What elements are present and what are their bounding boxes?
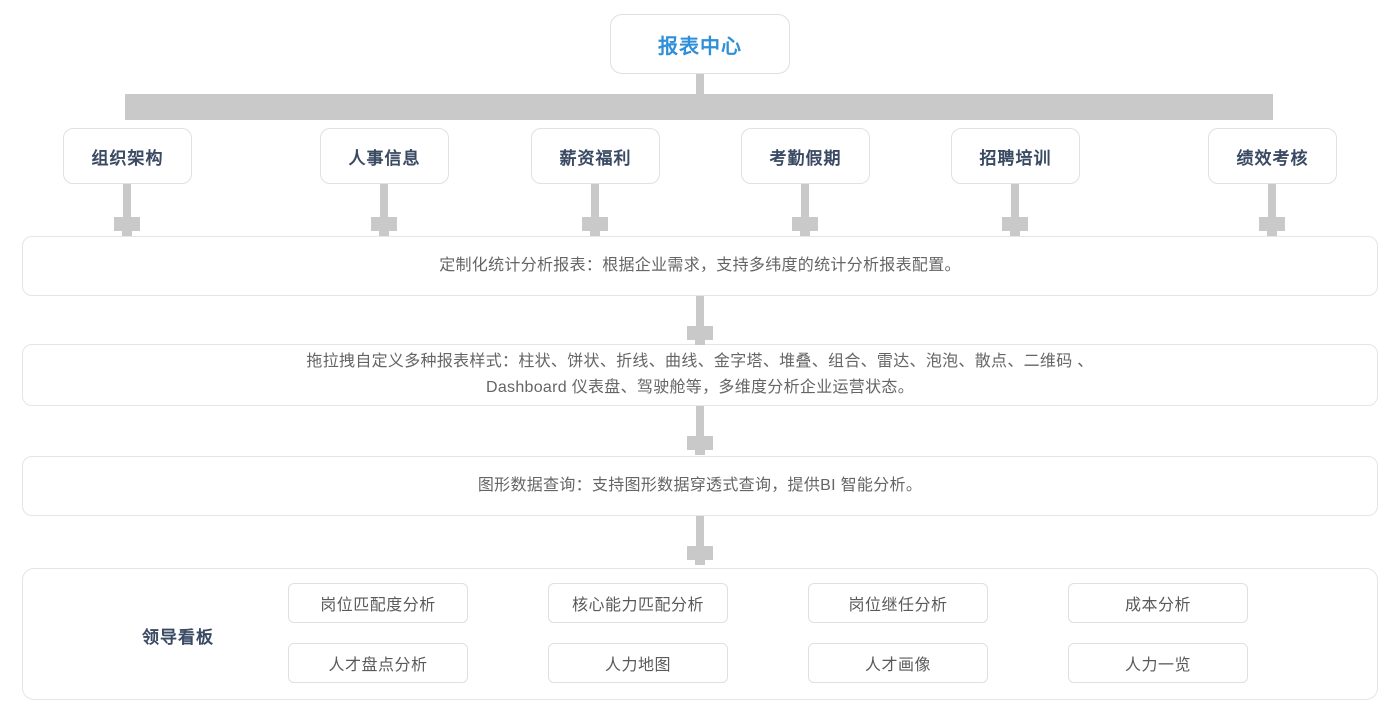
arrow-down-icon (1257, 184, 1287, 236)
leadership-dashboard-panel: 领导看板 岗位匹配度分析 核心能力匹配分析 岗位继任分析 成本分析 人才盘点分析… (22, 568, 1378, 700)
description-text-line-2: Dashboard 仪表盘、驾驶舱等，多维度分析企业运营状态。 (485, 379, 915, 396)
category-label: 绩效考核 (1236, 148, 1309, 168)
dashboard-chip[interactable]: 人力地图 (548, 643, 728, 683)
arrow-down-icon (685, 516, 715, 565)
category-node-performance[interactable]: 绩效考核 (1208, 128, 1337, 184)
description-row-custom-reports: 定制化统计分析报表：根据企业需求，支持多纬度的统计分析报表配置。 (22, 236, 1378, 296)
dashboard-chip[interactable]: 岗位继任分析 (808, 583, 988, 623)
arrow-down-icon (369, 184, 399, 236)
category-label: 组织架构 (91, 148, 164, 168)
category-label: 招聘培训 (979, 148, 1052, 168)
category-node-recruiting[interactable]: 招聘培训 (951, 128, 1080, 184)
arrow-down-icon (1000, 184, 1030, 236)
arrow-down-icon (112, 184, 142, 236)
category-label: 人事信息 (348, 148, 421, 168)
dashboard-chip-grid: 岗位匹配度分析 核心能力匹配分析 岗位继任分析 成本分析 人才盘点分析 人力地图… (248, 583, 1348, 683)
root-node-label: 报表中心 (658, 35, 742, 58)
category-node-organization[interactable]: 组织架构 (63, 128, 192, 184)
dashboard-chip[interactable]: 人才画像 (808, 643, 988, 683)
category-node-attendance[interactable]: 考勤假期 (741, 128, 870, 184)
description-text: 图形数据查询：支持图形数据穿透式查询，提供BI 智能分析。 (477, 477, 923, 494)
category-label: 薪资福利 (559, 148, 632, 168)
dashboard-chip[interactable]: 人才盘点分析 (288, 643, 468, 683)
dashboard-chip[interactable]: 核心能力匹配分析 (548, 583, 728, 623)
dashboard-chip[interactable]: 人力一览 (1068, 643, 1248, 683)
description-row-chart-styles: 拖拉拽自定义多种报表样式：柱状、饼状、折线、曲线、金字塔、堆叠、组合、雷达、泡泡… (22, 344, 1378, 406)
dashboard-chip[interactable]: 岗位匹配度分析 (288, 583, 468, 623)
arrow-down-icon (580, 184, 610, 236)
category-node-compensation[interactable]: 薪资福利 (531, 128, 660, 184)
category-node-personnel[interactable]: 人事信息 (320, 128, 449, 184)
description-row-graphic-query: 图形数据查询：支持图形数据穿透式查询，提供BI 智能分析。 (22, 456, 1378, 516)
description-text: 定制化统计分析报表：根据企业需求，支持多纬度的统计分析报表配置。 (439, 257, 961, 274)
description-text-line-1: 拖拉拽自定义多种报表样式：柱状、饼状、折线、曲线、金字塔、堆叠、组合、雷达、泡泡… (306, 353, 1094, 370)
root-node-report-center[interactable]: 报表中心 (610, 14, 790, 74)
horizontal-distribution-bar (125, 94, 1273, 120)
panel-title: 领导看板 (142, 628, 214, 647)
arrow-down-icon (685, 296, 715, 345)
root-connector-stem (696, 74, 704, 96)
dashboard-chip[interactable]: 成本分析 (1068, 583, 1248, 623)
arrow-down-icon (790, 184, 820, 236)
arrow-down-icon (685, 406, 715, 455)
category-label: 考勤假期 (769, 148, 842, 168)
